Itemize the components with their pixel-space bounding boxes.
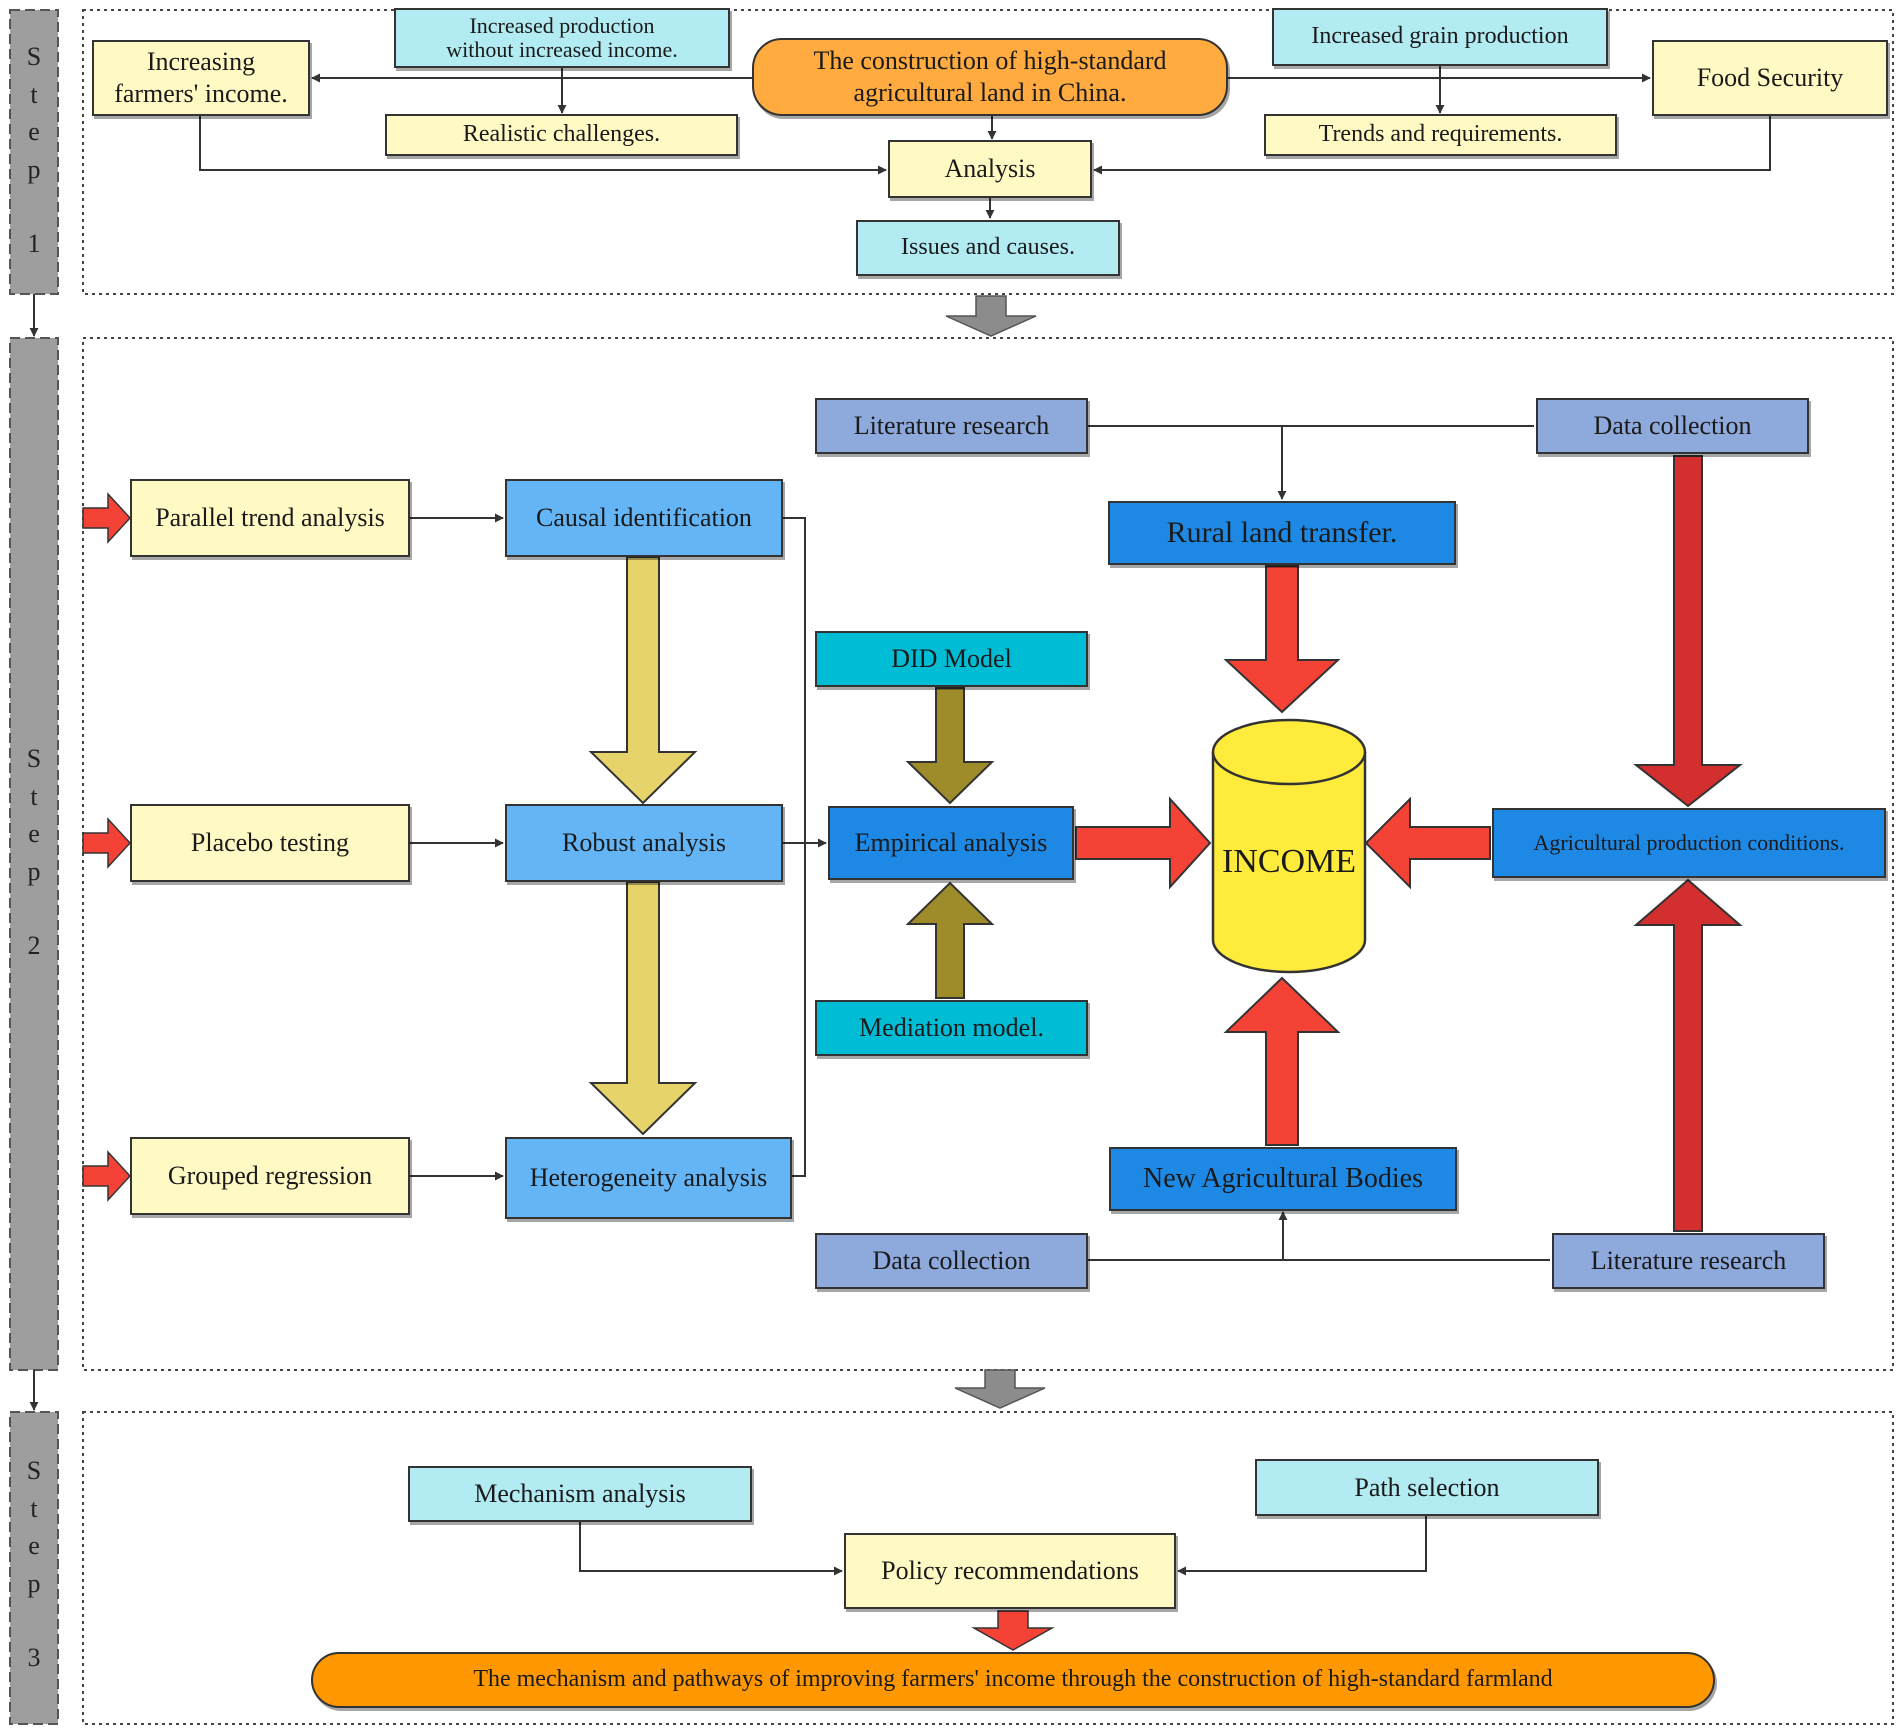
realistic-challenges-box: Realistic challenges. xyxy=(385,114,738,156)
connector xyxy=(199,116,887,175)
data-collection-top-box: Data collection xyxy=(1536,398,1809,454)
step-letter: S xyxy=(26,42,42,71)
robust-analysis-box: Robust analysis xyxy=(505,804,783,882)
red-arrow xyxy=(1364,796,1491,890)
empirical-analysis-box: Empirical analysis xyxy=(828,806,1074,880)
income-cylinder-top xyxy=(1211,718,1367,786)
step-number: 1 xyxy=(27,228,41,258)
policy-recommendations-box: Policy recommendations xyxy=(844,1533,1176,1609)
food-security-box: Food Security xyxy=(1652,40,1888,116)
causal-identification-box: Causal identification xyxy=(505,479,783,557)
step-letter: t xyxy=(30,79,38,109)
literature-research-bottom-box: Literature research xyxy=(1552,1233,1825,1289)
step-letter: S xyxy=(26,1456,42,1485)
issues-causes-box: Issues and causes. xyxy=(856,220,1120,276)
agri-production-conditions-box: Agricultural production conditions. xyxy=(1492,808,1886,878)
grouped-regression-box: Grouped regression xyxy=(130,1137,410,1215)
step-number: 3 xyxy=(27,1642,41,1672)
step3-bar xyxy=(9,1411,59,1725)
transition-arrow xyxy=(945,295,1037,337)
path-selection-box: Path selection xyxy=(1255,1459,1599,1516)
connector xyxy=(783,517,806,1177)
step-letter: S xyxy=(26,744,42,773)
khaki-arrow xyxy=(588,556,698,805)
placebo-testing-box: Placebo testing xyxy=(130,804,410,882)
mediation-model-box: Mediation model. xyxy=(815,1000,1088,1056)
step1-frame xyxy=(82,9,1894,295)
step-number: 2 xyxy=(27,930,41,960)
step-letter: e xyxy=(28,1531,40,1561)
input-arrow xyxy=(82,492,132,544)
step3-frame xyxy=(82,1411,1894,1725)
increasing-income-box: Increasing farmers' income. xyxy=(92,40,310,116)
khaki-arrow xyxy=(588,881,698,1136)
dark-red-arrow xyxy=(1633,455,1743,808)
income-cylinder xyxy=(1211,752,1367,974)
step2-label: S t e p 2 xyxy=(11,740,57,964)
grain-production-box: Increased grain production xyxy=(1272,8,1608,66)
data-collection-bottom-box: Data collection xyxy=(815,1233,1088,1289)
dark-red-arrow xyxy=(1633,878,1743,1232)
red-arrow xyxy=(1075,796,1212,890)
red-arrow xyxy=(1223,565,1341,714)
input-arrow xyxy=(82,1150,132,1202)
olive-arrow xyxy=(905,687,995,805)
trends-requirements-box: Trends and requirements. xyxy=(1264,114,1617,156)
step-letter: p xyxy=(27,1569,41,1599)
income-label: INCOME xyxy=(1221,843,1357,880)
step-letter: e xyxy=(28,117,40,147)
step1-label: S t e p 1 xyxy=(11,38,57,262)
step-letter: e xyxy=(28,819,40,849)
conclusion-box: The mechanism and pathways of improving … xyxy=(311,1652,1715,1708)
did-model-box: DID Model xyxy=(815,631,1088,687)
analysis-box: Analysis xyxy=(888,140,1092,198)
construction-box: The construction of high-standard agricu… xyxy=(752,38,1228,116)
transition-arrow xyxy=(954,1369,1046,1409)
mechanism-analysis-box: Mechanism analysis xyxy=(408,1466,752,1522)
step-letter: p xyxy=(27,155,41,185)
input-arrow xyxy=(82,817,132,869)
red-arrow xyxy=(1223,976,1341,1146)
step2-bar xyxy=(9,337,59,1371)
step3-label: S t e p 3 xyxy=(11,1452,57,1676)
connector xyxy=(1177,1516,1427,1576)
rural-land-transfer-box: Rural land transfer. xyxy=(1108,501,1456,565)
heterogeneity-analysis-box: Heterogeneity analysis xyxy=(505,1137,792,1219)
step1-bar xyxy=(9,9,59,295)
olive-arrow xyxy=(905,881,995,999)
connector xyxy=(1093,116,1771,175)
step-letter: t xyxy=(30,1493,38,1523)
connector xyxy=(579,1522,843,1576)
parallel-trend-box: Parallel trend analysis xyxy=(130,479,410,557)
literature-research-top-box: Literature research xyxy=(815,398,1088,454)
production-without-income-box: Increased production without increased i… xyxy=(394,8,730,68)
red-arrow xyxy=(971,1610,1055,1651)
step-letter: p xyxy=(27,857,41,887)
step-letter: t xyxy=(30,781,38,811)
new-agricultural-bodies-box: New Agricultural Bodies xyxy=(1109,1147,1457,1211)
